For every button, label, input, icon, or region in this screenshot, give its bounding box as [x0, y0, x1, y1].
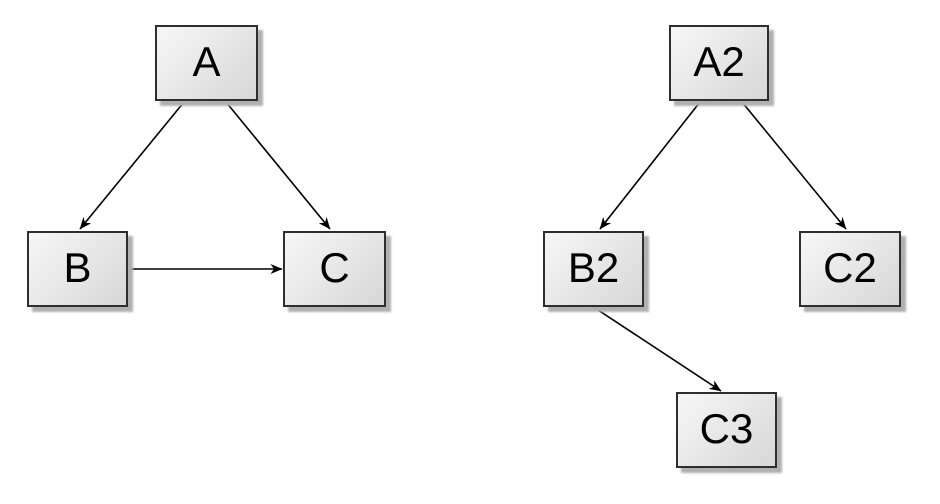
edges-group [79, 101, 847, 392]
node-label-A2: A2 [693, 38, 745, 85]
node-label-B: B [63, 244, 92, 291]
node-label-B2: B2 [567, 244, 620, 291]
edge-A-C[interactable] [225, 101, 331, 230]
edge-B2-C3[interactable] [594, 307, 722, 392]
edge-A-B[interactable] [79, 101, 185, 230]
node-label-C: C [319, 244, 350, 291]
node-B[interactable]: B [27, 231, 128, 307]
edge-A2-C2[interactable] [741, 101, 847, 230]
node-A2[interactable]: A2 [669, 25, 769, 101]
node-label-C3: C3 [699, 405, 754, 452]
node-C[interactable]: C [283, 231, 386, 307]
node-B2[interactable]: B2 [543, 231, 644, 307]
edge-A2-B2[interactable] [599, 101, 701, 230]
node-label-A: A [192, 38, 221, 85]
node-label-C2: C2 [823, 244, 877, 291]
node-A[interactable]: A [155, 25, 258, 101]
node-C3[interactable]: C3 [676, 392, 777, 468]
node-C2[interactable]: C2 [799, 231, 901, 307]
